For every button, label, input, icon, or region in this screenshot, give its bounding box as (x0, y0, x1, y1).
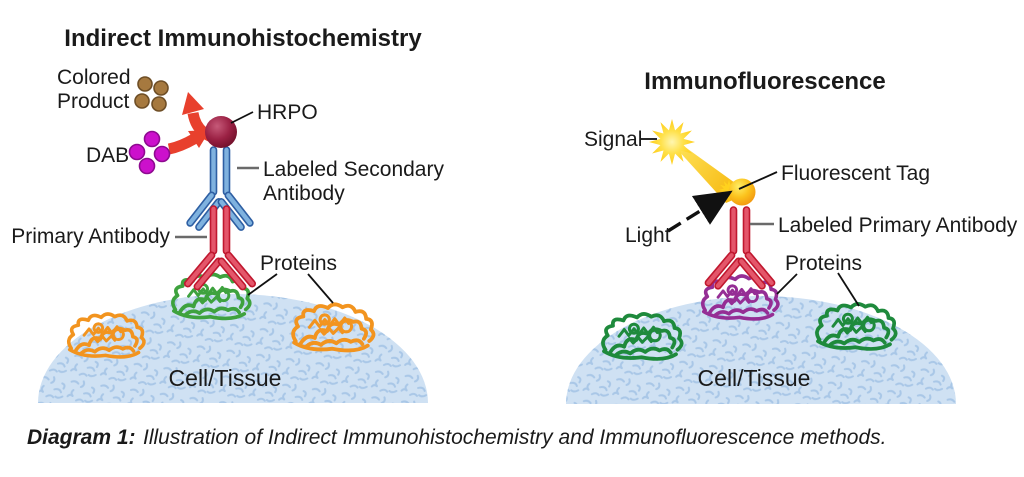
labeled-primary-antibody-label: Labeled Primary Antibody (778, 214, 1018, 237)
caption-prefix: Diagram 1: (27, 426, 136, 449)
hrpo-pointer-line (230, 111, 254, 124)
colored-product-label-line1: Colored (57, 66, 131, 89)
secondary-antibody (186, 146, 254, 231)
proteins-pointer-left (247, 273, 278, 296)
colored-product-dots (134, 76, 169, 112)
arrow-from-dab-head (188, 130, 210, 148)
cell-tissue-label-left: Cell/Tissue (169, 365, 282, 391)
right-panel-title: Immunofluorescence (644, 68, 885, 95)
proteins-pointer-green (837, 272, 860, 307)
signal-label: Signal (584, 128, 642, 151)
caption-text: Illustration of Indirect Immunohistochem… (143, 426, 887, 449)
labeled-primary-antibody (704, 206, 776, 290)
cell-tissue-label-right: Cell/Tissue (698, 365, 811, 391)
left-panel-title: Indirect Immunohistochemistry (64, 25, 422, 52)
panel-immunofluorescence: Immunofluorescence Signal (566, 68, 1018, 404)
primary-antibody (183, 205, 257, 291)
panel-indirect-ihc: Indirect Immunohistochemistry (11, 25, 444, 403)
arrow-to-colored-product-head (182, 92, 204, 115)
hrpo-label: HRPO (257, 101, 318, 124)
dab-label: DAB (86, 144, 129, 167)
light-excitation-arrow (667, 190, 733, 233)
secondary-antibody-label-line1: Labeled Secondary (263, 158, 444, 181)
proteins-label-right-panel: Proteins (785, 252, 862, 275)
arrow-from-dab (167, 134, 197, 155)
proteins-label-left-panel: Proteins (260, 252, 337, 275)
dab-dots (128, 130, 171, 175)
proteins-pointer-right (307, 273, 334, 304)
colored-product-label-line2: Product (57, 90, 130, 113)
proteins-pointer-purple (776, 273, 798, 295)
fluorescent-tag-pointer-line (738, 171, 778, 190)
hrpo-enzyme-sphere (205, 116, 237, 148)
secondary-antibody-label-line2: Antibody (263, 182, 345, 205)
figure-caption: Diagram 1: Illustration of Indirect Immu… (27, 426, 887, 449)
fluorescent-tag-label: Fluorescent Tag (781, 162, 930, 185)
reaction-arrows (167, 92, 215, 155)
primary-antibody-label: Primary Antibody (11, 225, 170, 248)
light-label: Light (625, 224, 671, 247)
